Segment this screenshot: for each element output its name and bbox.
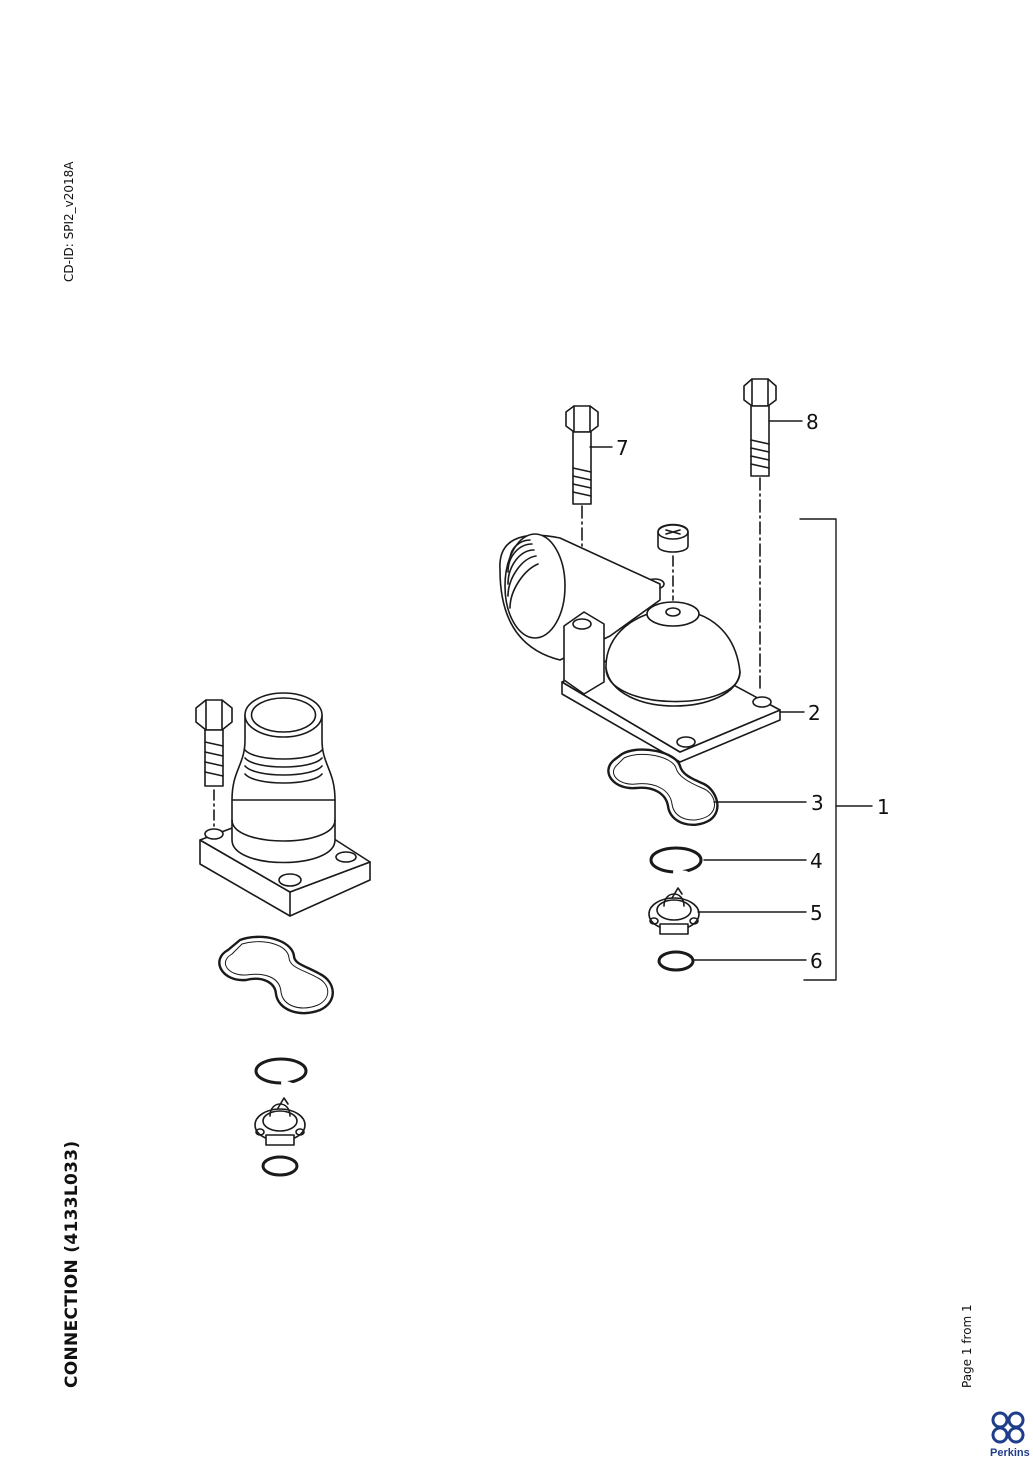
leader-lines bbox=[589, 420, 873, 981]
callout-1: 1 bbox=[877, 795, 890, 819]
o-ring-6 bbox=[657, 950, 695, 972]
left-circlip bbox=[254, 1057, 308, 1089]
left-assembly bbox=[195, 692, 371, 1177]
gasket-3 bbox=[607, 748, 719, 826]
right-assembly bbox=[499, 378, 873, 981]
callout-3: 3 bbox=[811, 791, 824, 815]
perkins-logo-text: Perkins bbox=[990, 1447, 1030, 1459]
plug bbox=[657, 523, 689, 601]
left-pipe bbox=[231, 692, 336, 864]
left-o-ring bbox=[261, 1155, 299, 1177]
thermostat-5 bbox=[648, 887, 700, 935]
left-thermostat bbox=[254, 1097, 306, 1146]
callout-6: 6 bbox=[810, 949, 823, 973]
thermostat-housing bbox=[499, 533, 781, 763]
callout-4: 4 bbox=[810, 849, 823, 873]
left-bolt bbox=[195, 699, 233, 827]
left-gasket bbox=[218, 935, 334, 1015]
callout-8: 8 bbox=[806, 410, 819, 434]
bolt-7 bbox=[565, 405, 599, 629]
bolt-8 bbox=[743, 378, 777, 691]
callout-5: 5 bbox=[810, 901, 823, 925]
perkins-logo-icon bbox=[991, 1411, 1025, 1444]
circlip-4 bbox=[649, 846, 703, 877]
callout-7: 7 bbox=[616, 436, 629, 460]
callout-2: 2 bbox=[808, 701, 821, 725]
